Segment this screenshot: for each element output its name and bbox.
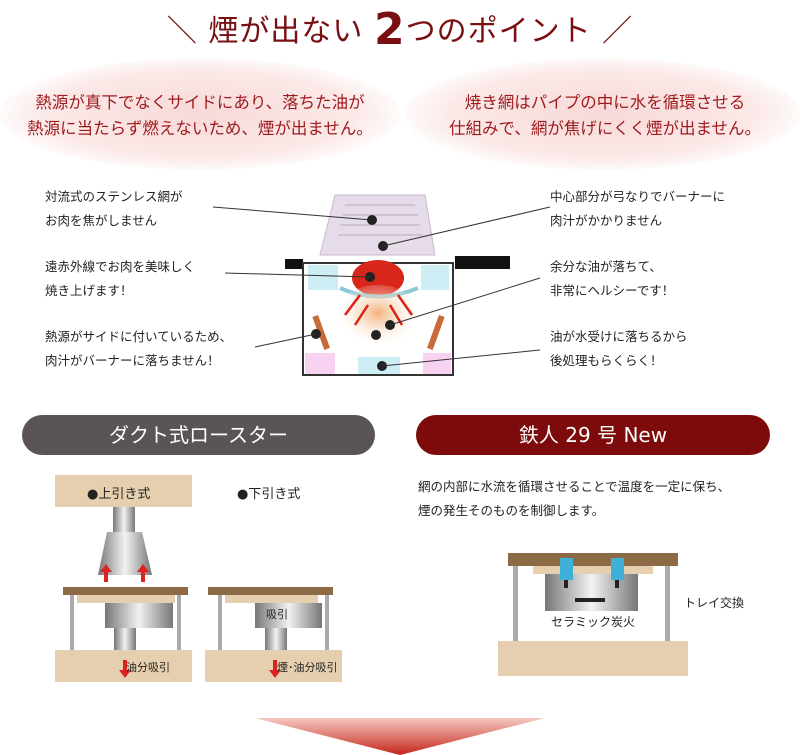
- callout-line: 肉汁がバーナーに落ちません！: [45, 353, 220, 368]
- tetsujin-heading: 鉄人 29 号 New: [416, 415, 770, 455]
- callout-line: 余分な油が落ちて、: [550, 259, 662, 274]
- roaster-cross-section-diagram: [212, 194, 551, 376]
- point-2-bubble: [405, 58, 800, 170]
- smoke-oil-suction-label: 煙･油分吸引: [277, 661, 338, 674]
- callout-line: 中心部分が弓なりでバーナーに: [550, 189, 726, 204]
- suction-label: 吸引: [266, 608, 288, 621]
- callout-line: お肉を焦がしません: [45, 213, 158, 228]
- title-prefix: ＼ 煙が出ない: [166, 14, 364, 49]
- callout-line: 遠赤外線でお肉を美味しく: [45, 259, 196, 274]
- callout-line: 対流式のステンレス網が: [45, 189, 183, 204]
- ceramic-charcoal-label: セラミック炭火: [551, 615, 636, 629]
- callout-line: 熱源がサイドに付いているため、: [45, 329, 233, 344]
- oil-suction-label: 油分吸引: [126, 661, 170, 674]
- title-number: 2: [373, 4, 406, 55]
- point-1-text: 熱源が真下でなくサイドにあり、落ちた油が熱源に当たらず燃えないため、煙が出ません…: [0, 90, 400, 142]
- callout-water-tray: 油が水受けに落ちるから後処理もらくらく！: [550, 325, 688, 373]
- duct-roaster-heading: ダクト式ロースター: [22, 415, 375, 455]
- callout-arched-center: 中心部分が弓なりでバーナーに肉汁がかかりません: [550, 185, 725, 233]
- desc-line: 煙の発生そのものを制御します。: [418, 503, 605, 518]
- point-1-line-1: 熱源が真下でなくサイドにあり、落ちた油が: [35, 93, 365, 112]
- down-arrow-icon: [255, 718, 545, 755]
- callout-side-heat: 熱源がサイドに付いているため、肉汁がバーナーに落ちません！: [45, 325, 232, 373]
- callout-line: 肉汁がかかりません: [550, 213, 663, 228]
- duct-roaster-diagram: [55, 475, 342, 682]
- point-2-line-1: 焼き網はパイプの中に水を循環させる: [464, 93, 746, 112]
- desc-line: 網の内部に水流を循環させることで温度を一定に保ち、: [418, 479, 731, 494]
- title-suffix: つのポイント ／: [405, 14, 634, 49]
- callout-line: 非常にヘルシーです！: [550, 283, 675, 298]
- callout-stainless-grill: 対流式のステンレス網がお肉を焦がしません: [45, 185, 183, 233]
- tetsujin-description: 網の内部に水流を循環させることで温度を一定に保ち、煙の発生そのものを制御します。: [418, 475, 730, 523]
- up-draft-label: ●上引き式: [87, 487, 151, 502]
- callout-far-infrared: 遠赤外線でお肉を美味しく焼き上げます！: [45, 255, 195, 303]
- tetsujin-diagram: [498, 553, 688, 676]
- page-title: ＼ 煙が出ない 2つのポイント ／: [0, 4, 800, 55]
- callout-line: 後処理もらくらく！: [550, 353, 663, 368]
- callout-line: 油が水受けに落ちるから: [550, 329, 688, 344]
- point-1-bubble: [0, 58, 400, 170]
- callout-line: 焼き上げます！: [45, 283, 133, 298]
- tray-exchange-label: トレイ交換: [684, 596, 745, 610]
- point-2-line-2: 仕組みで、網が焦げにくく煙が出ません。: [448, 119, 761, 138]
- point-1-line-2: 熱源に当たらず燃えないため、煙が出ません。: [27, 119, 373, 138]
- callout-healthy: 余分な油が落ちて、非常にヘルシーです！: [550, 255, 674, 303]
- point-2-text: 焼き網はパイプの中に水を循環させる仕組みで、網が焦げにくく煙が出ません。: [410, 90, 800, 142]
- down-draft-label: ●下引き式: [237, 487, 301, 502]
